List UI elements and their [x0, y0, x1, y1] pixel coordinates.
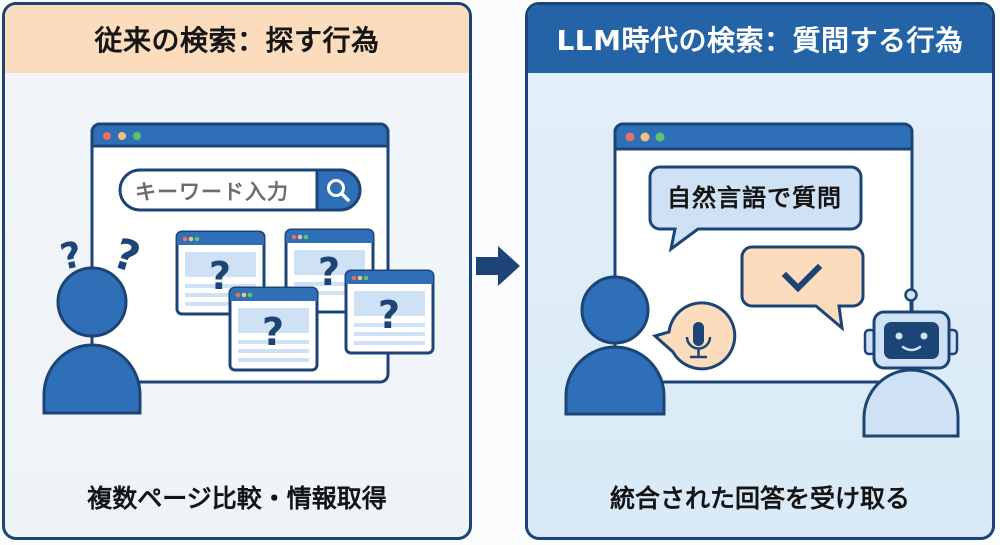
user-person-icon	[42, 266, 142, 415]
voice-input-bubble	[651, 301, 737, 371]
question-mark-icon: ?	[209, 254, 231, 298]
confused-question-mark-icon: ?	[57, 234, 86, 278]
question-mark-icon: ?	[318, 250, 340, 294]
window-maximize-dot	[133, 132, 141, 140]
window-minimize-dot	[118, 132, 126, 140]
user-person-icon	[564, 275, 666, 416]
result-window-3	[228, 286, 319, 372]
question-mark-icon: ?	[378, 293, 400, 337]
right-arrow-icon	[476, 246, 520, 286]
llm-search-caption: 統合された回答を受け取る	[609, 484, 910, 513]
robot-icon	[862, 288, 960, 438]
answer-speech-bubble	[740, 245, 865, 332]
result-window-4	[344, 269, 435, 355]
traditional-search-title: 従来の検索：探す行為	[5, 5, 469, 73]
search-input[interactable]: キーワード入力	[135, 180, 289, 204]
question-mark-icon: ?	[262, 310, 284, 354]
question-bubble-text: 自然言語で質問	[667, 184, 842, 212]
search-bar[interactable]	[118, 168, 362, 212]
traditional-search-caption: 複数ページ比較・情報取得	[87, 484, 387, 513]
microphone-icon	[685, 322, 712, 359]
question-speech-bubble	[648, 165, 863, 253]
window-close-dot	[103, 132, 111, 140]
magnifier-icon[interactable]	[327, 179, 350, 202]
llm-search-title: LLM時代の検索：質問する行為	[528, 5, 992, 73]
checkmark-icon	[781, 263, 823, 293]
